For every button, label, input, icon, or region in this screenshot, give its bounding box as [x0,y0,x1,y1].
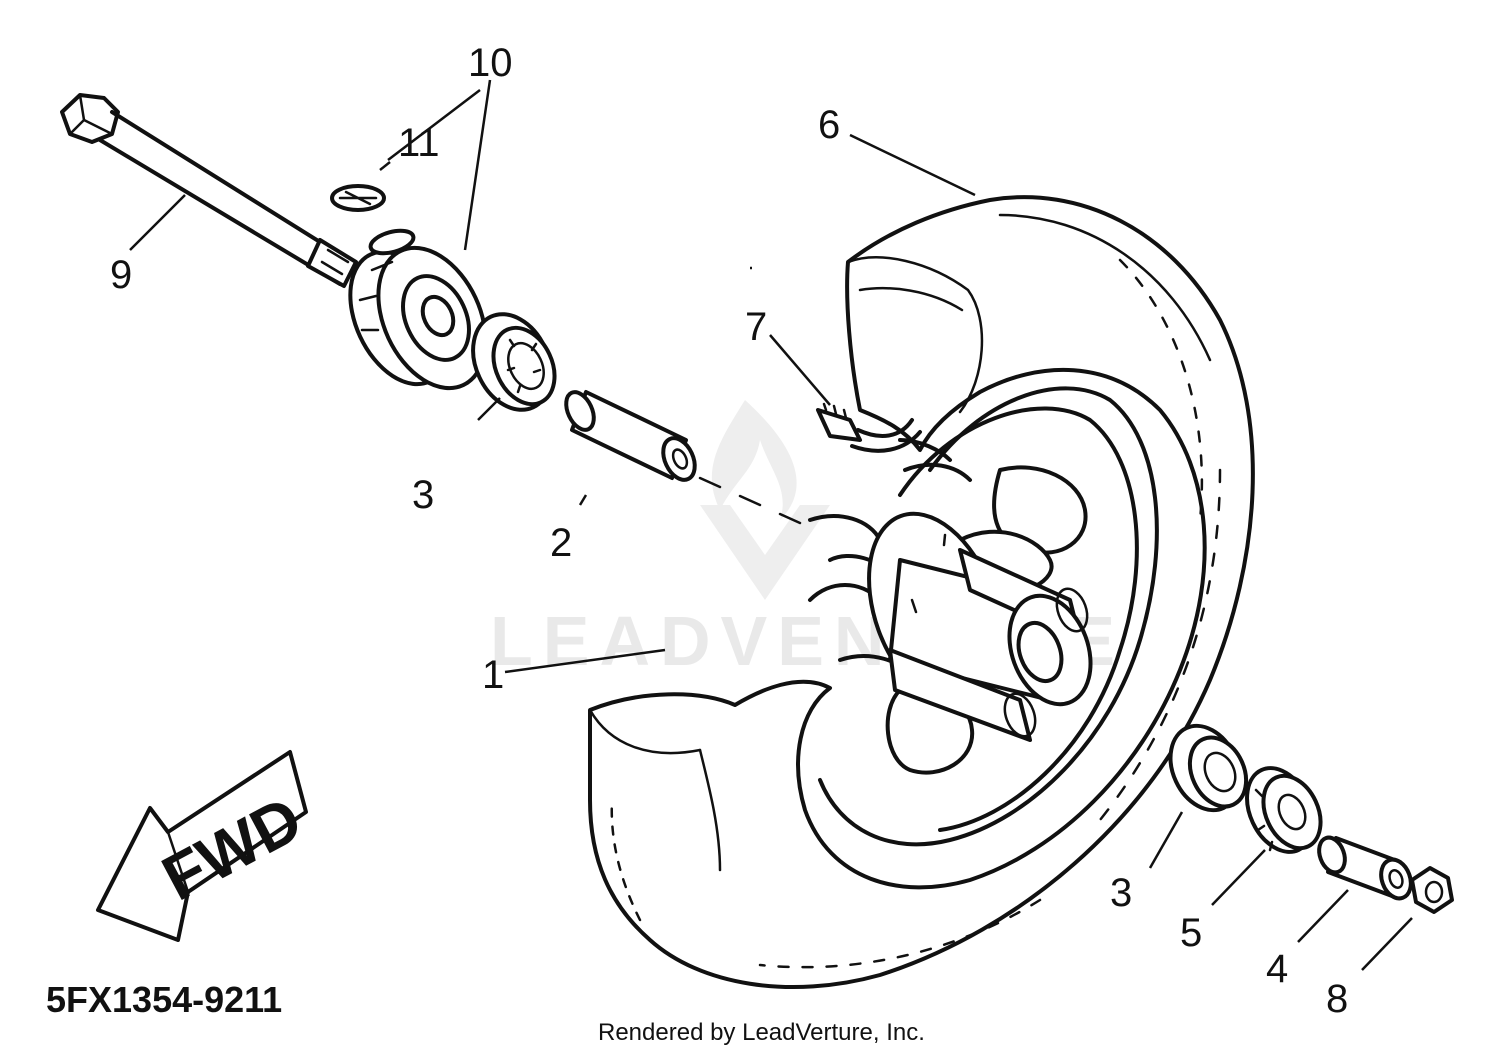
tire [588,195,1255,990]
forward-direction-arrow: FWD [96,750,313,942]
callout-7: 7 [745,305,767,349]
oil-seal [1245,766,1323,854]
render-credit: Rendered by LeadVerture, Inc. [598,1019,925,1046]
callout-4: 4 [1266,947,1288,991]
small-washers [330,184,416,256]
leader-lines [129,79,1413,971]
callout-6: 6 [818,103,840,147]
bearing-right [1168,723,1249,813]
wheel-collar [348,245,488,391]
wheel-rim [808,386,1159,847]
axle-nut [1410,866,1454,914]
callout-1: 1 [482,653,504,697]
callout-3-left: 3 [412,473,434,517]
callout-8: 8 [1326,977,1348,1021]
bearing-left [471,312,557,412]
callouts: 1 2 3 3 4 5 6 7 8 9 10 11 [110,41,1348,1021]
callout-9: 9 [110,253,132,297]
callout-2: 2 [550,521,572,565]
callout-11: 11 [398,121,440,165]
spacer-collar-right [1317,835,1413,901]
callout-5: 5 [1180,911,1202,955]
spacer-collar [564,390,697,482]
axle-bolt [60,93,358,288]
diagram-part-number: 5FX1354-9211 [46,979,282,1020]
callout-10: 10 [468,41,513,85]
tire-valve [816,402,922,453]
callout-3-right: 3 [1110,871,1132,915]
